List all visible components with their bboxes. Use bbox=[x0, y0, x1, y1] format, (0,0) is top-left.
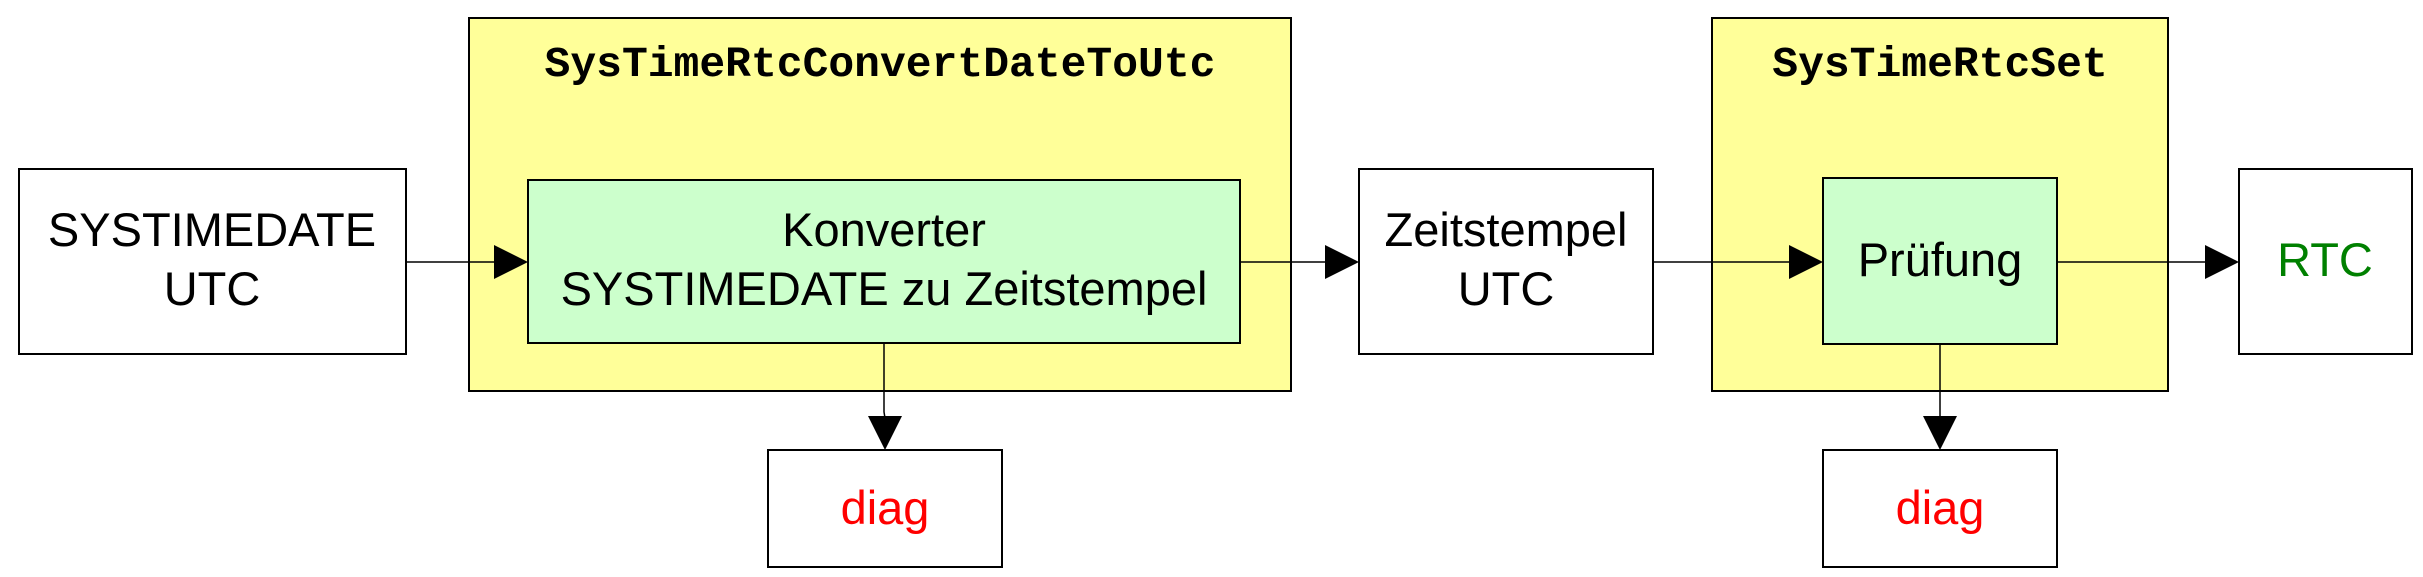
converter-label-line1: Konverter bbox=[782, 203, 986, 256]
converter-box bbox=[527, 179, 1241, 344]
convert-diag-label: diag bbox=[841, 481, 930, 534]
convert-function-title: SysTimeRtcConvertDateToUtc bbox=[545, 40, 1216, 89]
convert-function-group: SysTimeRtcConvertDateToUtc Konverter SYS… bbox=[468, 17, 1292, 392]
rtc-output: RTC bbox=[2238, 168, 2413, 355]
set-function-group: SysTimeRtcSet Prüfung bbox=[1711, 17, 2169, 392]
set-diag-label: diag bbox=[1896, 481, 1985, 534]
arrow-check-to-diag bbox=[1923, 344, 1957, 450]
check-label: Prüfung bbox=[1858, 233, 2023, 286]
timestamp-box bbox=[1358, 168, 1654, 355]
convert-diag-box bbox=[767, 449, 1003, 568]
set-function-title: SysTimeRtcSet bbox=[1772, 40, 2107, 89]
connectors bbox=[406, 245, 2239, 450]
set-diag-box bbox=[1822, 449, 2058, 568]
converter-label-line2: SYSTIMEDATE zu Zeitstempel bbox=[561, 262, 1208, 315]
arrow-converter-to-diag bbox=[868, 343, 902, 450]
arrow-check-to-rtc bbox=[2057, 245, 2239, 279]
input-label-line1: SYSTIMEDATE bbox=[48, 203, 376, 256]
timestamp-label-line1: Zeitstempel bbox=[1385, 203, 1628, 256]
timestamp-label-line2: UTC bbox=[1458, 262, 1555, 315]
arrow-converter-to-timestamp bbox=[1240, 245, 1359, 279]
rtc-box bbox=[2238, 168, 2413, 355]
arrow-input-to-converter bbox=[406, 245, 528, 279]
input-box bbox=[18, 168, 407, 355]
rtc-label: RTC bbox=[2277, 233, 2373, 286]
input-systimedate-utc: SYSTIMEDATE UTC bbox=[18, 168, 407, 355]
input-label-line2: UTC bbox=[164, 262, 261, 315]
set-diag-output: diag bbox=[1822, 449, 2058, 568]
check-box bbox=[1822, 177, 2058, 345]
timestamp-utc: Zeitstempel UTC bbox=[1358, 168, 1654, 355]
convert-diag-output: diag bbox=[767, 449, 1003, 568]
arrow-timestamp-to-check bbox=[1653, 245, 1823, 279]
